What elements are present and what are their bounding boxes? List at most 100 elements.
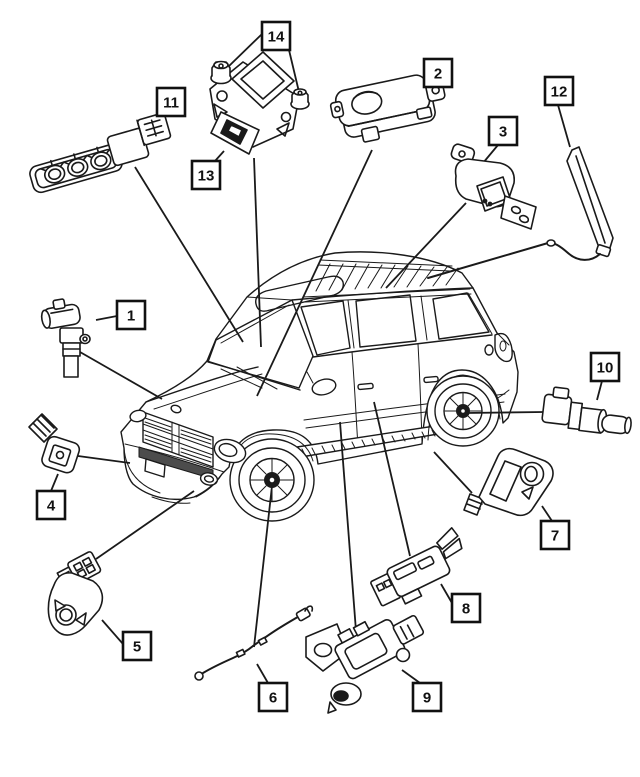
callout-10-box[interactable]	[589, 351, 621, 383]
front-door-handle	[357, 382, 374, 391]
callout-6-label: 6	[269, 690, 277, 707]
left-headlamp	[129, 409, 147, 423]
callout-6-leader-2	[253, 485, 273, 648]
windshield	[207, 299, 314, 389]
callout-9-leader-2	[339, 421, 357, 632]
callout-14-leader-2	[288, 49, 300, 93]
callout-10-leader-1	[596, 380, 603, 401]
callout-5-box[interactable]	[121, 630, 153, 662]
callout-7: 7	[539, 519, 571, 551]
rear-door-handle	[423, 375, 439, 384]
part-13-yaw-sensor-module-icon	[209, 51, 300, 155]
callout-4-leader-2	[77, 455, 131, 464]
callout-14-label: 14	[268, 29, 285, 46]
rear-wheel	[426, 375, 500, 447]
front-wheel	[229, 438, 315, 522]
callout-1-leader-1	[95, 315, 118, 321]
callout-4-box[interactable]	[35, 489, 67, 521]
callout-10-label: 10	[597, 360, 614, 377]
fuel-door	[484, 344, 494, 356]
callout-7-leader-2	[433, 451, 473, 494]
rear-door-window	[355, 294, 417, 348]
callout-3-leader-1	[482, 144, 499, 164]
part-3-bracket-sensor-icon	[450, 143, 537, 230]
quarter-window	[432, 292, 490, 340]
callout-4-label: 4	[47, 498, 56, 515]
callout-9-box[interactable]	[411, 681, 443, 713]
part-4-ribbed-plug-sensor-icon	[28, 413, 81, 474]
part-illustrations	[28, 51, 632, 714]
part-10-wheel-speed-sensor-icon	[541, 386, 632, 435]
grille-emblem	[170, 404, 182, 414]
callout-6-leader-1	[256, 663, 269, 684]
callout-6: 6	[257, 681, 289, 713]
callout-8-leader-1	[440, 583, 453, 604]
callout-13-label: 13	[198, 168, 215, 185]
callout-7-box[interactable]	[539, 519, 571, 551]
callout-5-leader-1	[101, 619, 124, 645]
part-1-cylindrical-sensor-icon	[40, 298, 91, 378]
callout-2-box[interactable]	[422, 57, 454, 89]
callout-11-box[interactable]	[155, 86, 187, 118]
part-6-jumper-cable-icon	[194, 605, 314, 681]
callout-11: 11	[155, 86, 187, 118]
callout-2-label: 2	[434, 66, 442, 83]
callout-8-label: 8	[462, 601, 470, 618]
callout-12-box[interactable]	[543, 75, 575, 107]
side-mirror	[311, 378, 337, 396]
front-door-window	[300, 300, 351, 356]
callout-12: 12	[543, 75, 575, 107]
callout-3-leader-2	[385, 202, 467, 289]
callout-14-box[interactable]	[260, 20, 292, 52]
callout-12-label: 12	[551, 84, 568, 101]
part-9-bracket-module-icon	[305, 614, 425, 714]
part-11-sensor-bar-icon	[29, 112, 172, 194]
callout-11-leader-2	[134, 166, 244, 343]
callout-4-leader-1	[50, 473, 59, 492]
callout-1-box[interactable]	[115, 299, 147, 331]
callout-12-leader-1	[557, 104, 571, 148]
taillight	[494, 332, 513, 363]
vehicle-illustration	[120, 251, 519, 522]
callout-13-leader-2	[253, 157, 262, 348]
callout-10-leader-2	[465, 411, 545, 414]
callout-13-box[interactable]	[190, 159, 222, 191]
callout-7-label: 7	[551, 528, 559, 545]
callout-1-leader-2	[79, 351, 163, 400]
callout-14-leader-1	[228, 33, 263, 67]
callout-2-leader-2	[256, 149, 373, 397]
part-2-module-with-ears-icon	[329, 74, 446, 143]
callout-8-box[interactable]	[450, 592, 482, 624]
callout-11-label: 11	[163, 95, 179, 112]
part-8-finned-module-icon	[370, 527, 463, 607]
callout-8-leader-2	[373, 401, 411, 557]
part-5-impact-sensor-icon	[47, 551, 104, 636]
part-14-flange-nuts-icon	[210, 60, 310, 110]
callout-9-leader-1	[401, 669, 421, 684]
sunroof	[255, 275, 344, 312]
part-7-side-impact-sensor-icon	[463, 447, 554, 517]
callout-3-box[interactable]	[487, 115, 519, 147]
callout-2: 2	[422, 57, 454, 89]
callout-5: 5	[121, 630, 153, 662]
callout-6-box[interactable]	[257, 681, 289, 713]
callout-9-label: 9	[423, 690, 431, 707]
part-12-antenna-rod-icon	[427, 146, 614, 279]
callout-13: 13	[190, 159, 222, 191]
right-headlamp	[213, 438, 247, 464]
license-bracket	[144, 458, 166, 478]
callout-3: 3	[487, 115, 519, 147]
callout-7-leader-1	[541, 505, 553, 522]
callout-13-leader-1	[214, 150, 225, 162]
callout-4: 4	[35, 489, 67, 521]
callout-1-label: 1	[127, 308, 135, 325]
callout-10: 10	[589, 351, 621, 383]
leader-lines	[50, 33, 603, 684]
callout-8: 8	[450, 592, 482, 624]
callout-3-label: 3	[499, 124, 507, 141]
callout-5-leader-2	[95, 490, 195, 560]
callout-1: 1	[115, 299, 147, 331]
